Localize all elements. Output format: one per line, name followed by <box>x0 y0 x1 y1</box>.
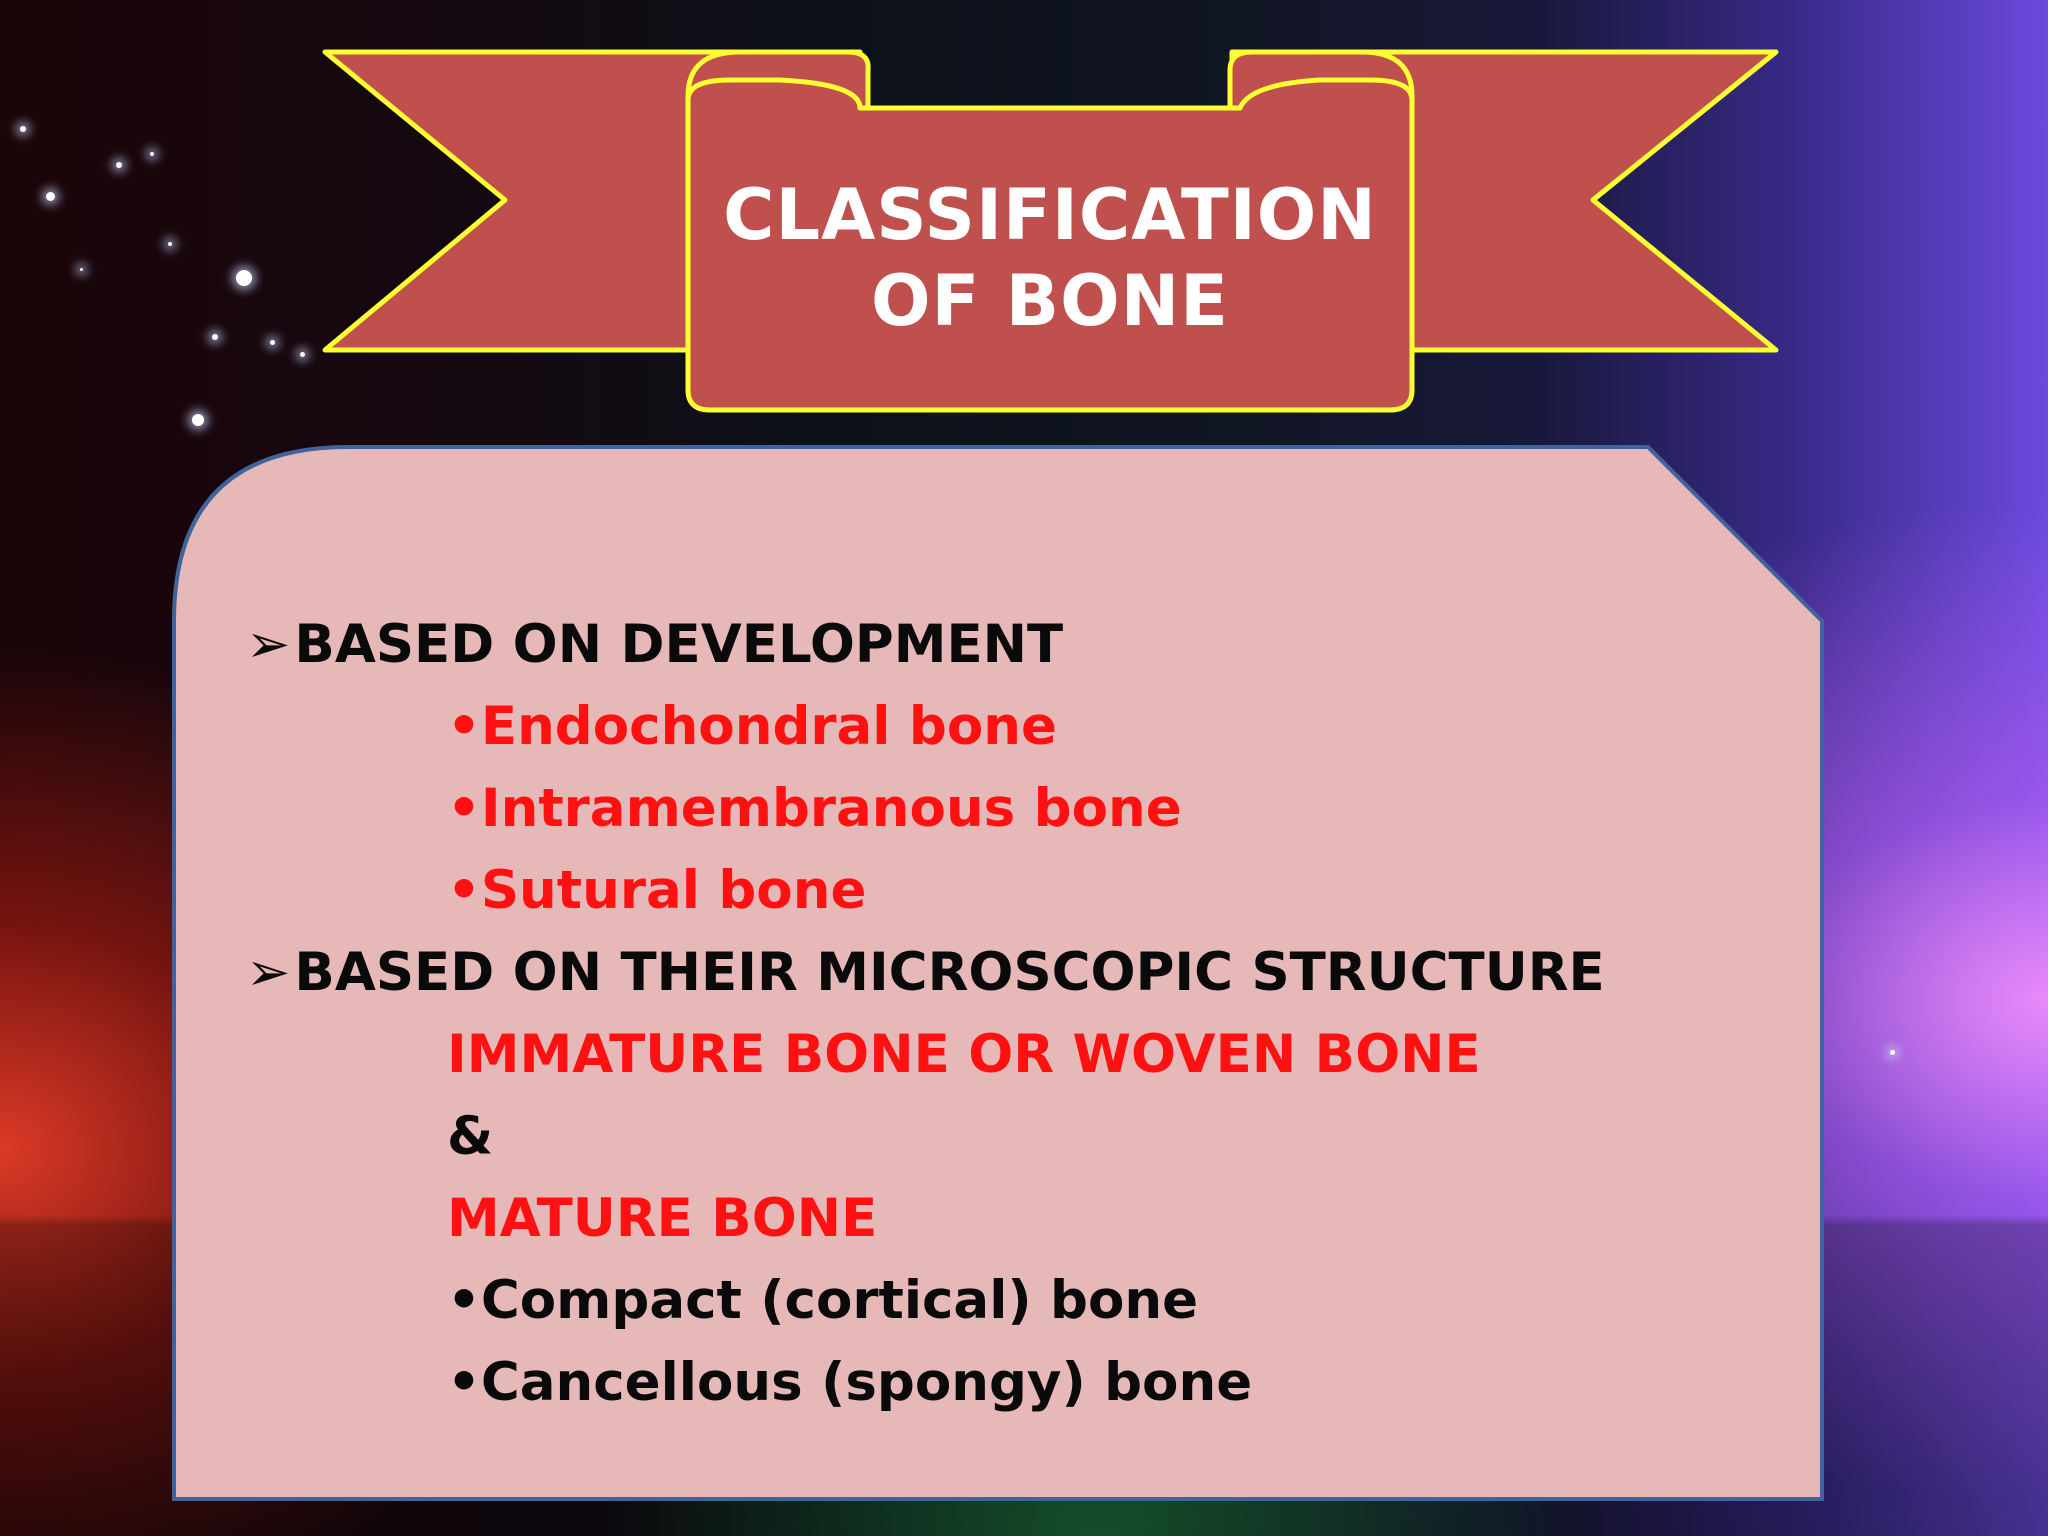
star-decoration <box>300 352 305 357</box>
list-item: •Cancellous (spongy) bone <box>447 1352 1253 1413</box>
list-item: MATURE BONE <box>447 1188 878 1249</box>
list-item: •Endochondral bone <box>447 696 1057 757</box>
star-decoration <box>270 340 275 345</box>
classification-list: ➢BASED ON DEVELOPMENT •Endochondral bone… <box>246 604 1806 1424</box>
star-decoration <box>236 270 252 286</box>
heading-text: BASED ON DEVELOPMENT <box>294 614 1064 675</box>
star-decoration <box>116 162 122 168</box>
star-decoration <box>1890 1050 1895 1055</box>
star-decoration <box>192 414 204 426</box>
content-panel-shape <box>172 445 1824 1501</box>
section-heading-development: ➢BASED ON DEVELOPMENT <box>246 604 1806 686</box>
star-decoration <box>46 192 55 201</box>
slide-title: CLASSIFICATION OF BONE <box>723 174 1377 342</box>
heading-text: BASED ON THEIR MICROSCOPIC STRUCTURE <box>294 942 1605 1003</box>
banner-center-panel <box>685 77 1415 413</box>
star-decoration <box>212 334 218 340</box>
list-item: •Intramembranous bone <box>447 778 1182 839</box>
star-decoration <box>168 242 172 246</box>
content-panel <box>172 445 1824 1501</box>
arrow-bullet-icon: ➢ <box>246 614 291 675</box>
star-decoration <box>20 126 26 132</box>
list-item: •Sutural bone <box>447 860 867 921</box>
star-decoration <box>150 152 154 156</box>
list-item: & <box>447 1106 494 1167</box>
list-item: IMMATURE BONE OR WOVEN BONE <box>447 1024 1481 1085</box>
list-item: •Compact (cortical) bone <box>447 1270 1199 1331</box>
star-decoration <box>80 268 83 271</box>
section-heading-microscopic: ➢BASED ON THEIR MICROSCOPIC STRUCTURE <box>246 932 1806 1014</box>
arrow-bullet-icon: ➢ <box>246 942 291 1003</box>
